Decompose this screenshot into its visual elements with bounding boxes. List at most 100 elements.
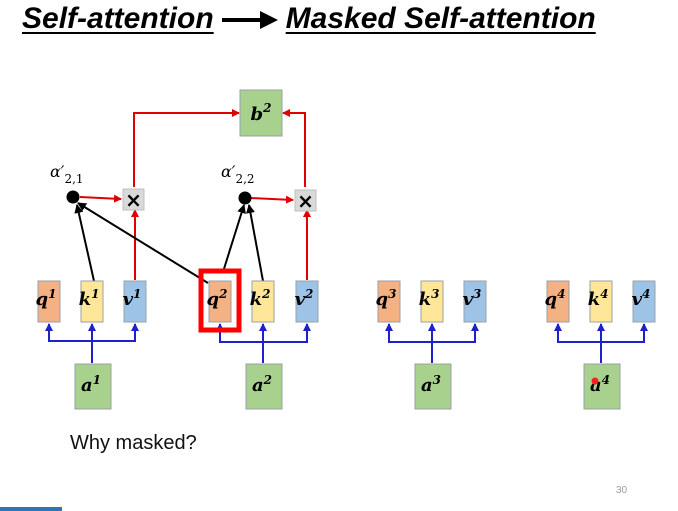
input-4: a4 bbox=[583, 363, 621, 410]
key-1: k1 bbox=[79, 280, 104, 323]
multiply2-to-b2-arrow bbox=[282, 109, 306, 187]
key-4: k4 bbox=[588, 280, 613, 323]
svg-text:q2: q2 bbox=[207, 287, 228, 310]
k3-sup: 3 bbox=[431, 287, 439, 301]
alpha22-symbol: α′ bbox=[221, 162, 236, 181]
k4-base: k bbox=[588, 289, 600, 310]
k2-sup: 2 bbox=[261, 287, 270, 301]
alpha22-dot bbox=[238, 191, 252, 205]
query-2: q2 bbox=[198, 268, 242, 333]
k2-to-alpha22-arrow bbox=[246, 204, 264, 282]
multiply-box-1: × bbox=[122, 188, 145, 212]
attention-score-arrows bbox=[74, 202, 264, 284]
svg-text:k2: k2 bbox=[250, 287, 271, 310]
value-4: v4 bbox=[632, 280, 656, 323]
q2-to-alpha22-arrow bbox=[222, 204, 246, 273]
multiply1-to-b2-arrow bbox=[133, 109, 240, 187]
alpha-2-2: α′2,2 bbox=[221, 162, 255, 205]
a2-base: a bbox=[252, 375, 264, 396]
corner-accent-bar bbox=[0, 507, 62, 511]
key-2: k2 bbox=[250, 280, 275, 323]
k1-sup: 1 bbox=[91, 287, 99, 301]
svg-text:v3: v3 bbox=[463, 287, 482, 310]
output-sup: 2 bbox=[262, 101, 271, 115]
query-3: q3 bbox=[376, 280, 401, 323]
k1-base: k bbox=[79, 289, 91, 310]
svg-text:v4: v4 bbox=[632, 287, 651, 310]
a3-sup: 3 bbox=[433, 373, 441, 387]
multiply-symbol-1: × bbox=[125, 188, 142, 212]
output-b2: b2 bbox=[239, 89, 283, 137]
svg-text:v1: v1 bbox=[123, 287, 142, 310]
v1-base: v bbox=[123, 289, 134, 310]
k3-base: k bbox=[419, 289, 431, 310]
alpha-2-1: α′2,1 bbox=[50, 162, 84, 204]
svg-text:k1: k1 bbox=[79, 287, 100, 310]
page-number: 30 bbox=[616, 485, 628, 496]
svg-text:v2: v2 bbox=[295, 287, 314, 310]
q4-base: q bbox=[545, 289, 558, 310]
query-2-highlight-box bbox=[198, 268, 242, 333]
svg-text:a2: a2 bbox=[252, 373, 272, 396]
alpha21-to-multiply-arrow bbox=[79, 194, 122, 203]
a1-base: a bbox=[81, 375, 93, 396]
query-4: q4 bbox=[545, 280, 570, 323]
key-3: k3 bbox=[419, 280, 444, 323]
q1-sup: 1 bbox=[48, 287, 56, 301]
v2-sup: 2 bbox=[304, 287, 313, 301]
a3-to-q3-line bbox=[385, 323, 433, 363]
svg-text:α′2,2: α′2,2 bbox=[221, 162, 255, 186]
q3-sup: 3 bbox=[388, 287, 396, 301]
v4-base: v bbox=[632, 289, 643, 310]
a4-sup: 4 bbox=[602, 373, 610, 387]
a4-to-q4-line bbox=[554, 323, 602, 363]
a2-to-v2-line bbox=[263, 323, 311, 343]
svg-text:k3: k3 bbox=[419, 287, 440, 310]
v3-base: v bbox=[463, 289, 474, 310]
alpha21-dot bbox=[66, 190, 80, 204]
title-masked-self-attention: Masked Self-attention bbox=[285, 2, 596, 35]
svg-text:a3: a3 bbox=[421, 373, 441, 396]
value-2: v2 bbox=[295, 280, 319, 323]
k4-sup: 4 bbox=[600, 287, 608, 301]
alpha22-subscript: 2,2 bbox=[235, 172, 254, 186]
multiply-symbol-2: × bbox=[297, 189, 314, 213]
svg-text:a4: a4 bbox=[590, 373, 610, 396]
svg-text:q1: q1 bbox=[36, 287, 57, 310]
token-group-3: q3 k3 v3 a3 bbox=[376, 280, 487, 410]
q2-to-alpha21-arrow bbox=[77, 202, 209, 284]
laser-pointer-dot bbox=[591, 377, 599, 385]
svg-text:a1: a1 bbox=[81, 373, 101, 396]
value-weighting-arrows bbox=[79, 109, 311, 280]
a2-sup: 2 bbox=[263, 373, 272, 387]
svg-text:α′2,1: α′2,1 bbox=[50, 162, 84, 186]
k1-to-alpha21-arrow bbox=[74, 204, 95, 282]
token-group-2: q2 k2 v2 a2 bbox=[198, 268, 319, 410]
svg-text:k4: k4 bbox=[588, 287, 609, 310]
title-self-attention: Self-attention bbox=[22, 2, 214, 35]
q1-base: q bbox=[36, 289, 49, 310]
right-arrow-icon bbox=[221, 11, 278, 30]
v2-base: v bbox=[295, 289, 306, 310]
q3-base: q bbox=[376, 289, 389, 310]
a1-sup: 1 bbox=[93, 373, 101, 387]
svg-text:q4: q4 bbox=[545, 287, 566, 310]
value-3: v3 bbox=[463, 280, 487, 323]
q2-base: q bbox=[207, 289, 220, 310]
value-1: v1 bbox=[123, 280, 147, 323]
a1-to-v1-line bbox=[92, 323, 139, 342]
v4-sup: 4 bbox=[642, 287, 650, 301]
output-label: b bbox=[251, 104, 264, 125]
alpha21-subscript: 2,1 bbox=[64, 172, 83, 186]
query-1: q1 bbox=[36, 280, 61, 323]
a3-to-v3-line bbox=[432, 323, 479, 343]
v3-sup: 3 bbox=[473, 287, 481, 301]
svg-text:b2: b2 bbox=[251, 101, 272, 125]
svg-text:q3: q3 bbox=[376, 287, 397, 310]
q4-sup: 4 bbox=[557, 287, 565, 301]
a4-to-v4-line bbox=[601, 323, 648, 343]
input-1: a1 bbox=[74, 363, 112, 410]
why-masked-question: Why masked? bbox=[70, 432, 197, 454]
v1-sup: 1 bbox=[133, 287, 141, 301]
